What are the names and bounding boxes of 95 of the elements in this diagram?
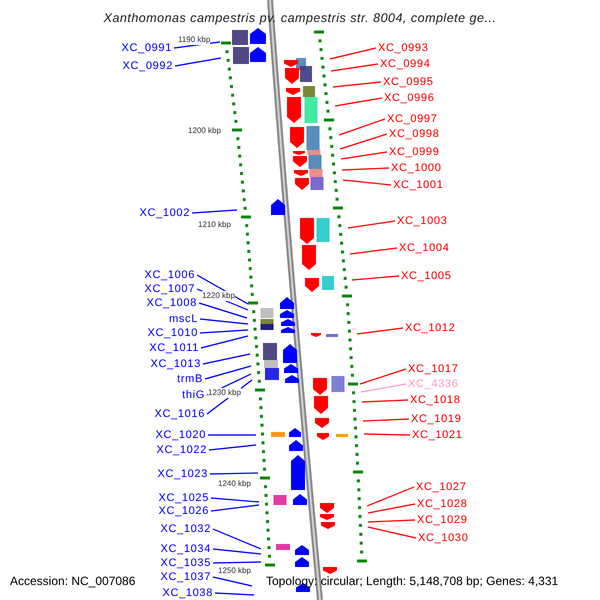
- scale-label: 1210 kbp: [198, 220, 231, 230]
- gene-label: XC_0992: [122, 58, 173, 74]
- leader-line: [212, 548, 262, 555]
- gene-label: XC_1023: [158, 466, 208, 482]
- gene-label: XC_0993: [378, 40, 428, 56]
- leader-line: [204, 365, 252, 380]
- gene-label: XC_1034: [160, 541, 211, 557]
- leader-line: [342, 167, 390, 171]
- gene-label: XC_0997: [387, 111, 438, 127]
- gene-label: XC_1029: [417, 512, 468, 528]
- leader-line: [174, 57, 222, 67]
- leader-line: [340, 133, 388, 150]
- leader-line: [340, 151, 388, 160]
- leader-line: [362, 399, 408, 403]
- gene-label: XC_0996: [384, 90, 434, 106]
- leader-line: [362, 418, 410, 422]
- scale-label: 1230 kbp: [208, 388, 241, 398]
- gene-label: XC_1010: [148, 325, 198, 341]
- leader-line: [360, 383, 406, 393]
- gene-label: XC_1037: [160, 569, 211, 585]
- leader-line: [366, 486, 414, 507]
- gene-label: XC_1032: [160, 521, 211, 537]
- leader-line: [200, 329, 248, 334]
- gene-label: XC_1002: [140, 205, 190, 221]
- gene-label: XC_1005: [401, 268, 452, 284]
- gene-label: XC_1012: [405, 320, 456, 336]
- leader-line: [368, 526, 416, 539]
- gene-label: XC_1025: [158, 490, 209, 506]
- scale-label: 1250 kbp: [218, 566, 251, 576]
- leader-line: [214, 592, 254, 596]
- leader-line: [192, 209, 238, 214]
- leader-line: [212, 561, 262, 564]
- scale-label: 1220 kbp: [202, 291, 235, 301]
- gene-label: XC_1020: [156, 427, 206, 443]
- gene-label: XC_1027: [416, 479, 466, 495]
- scale-label: 1190 kbp: [178, 35, 210, 45]
- gene-label: XC_0999: [389, 144, 440, 160]
- leader-line: [210, 497, 260, 503]
- leader-line: [350, 247, 398, 255]
- gene-label: XC_1019: [411, 411, 462, 427]
- gene-label: thiG: [182, 387, 205, 403]
- gene-label: XC_0991: [122, 40, 172, 56]
- gene-label: XC_1018: [410, 392, 460, 408]
- gene-label: XC_0998: [389, 126, 440, 142]
- gene-label: XC_1007: [144, 281, 195, 297]
- gene-label: XC_1030: [418, 530, 468, 546]
- gene-label: XC_4336: [408, 376, 458, 392]
- title: Xanthomonas campestris pv. campestris str. 8004, complete ge...: [102, 10, 498, 27]
- gene-label: XC_1013: [150, 356, 201, 372]
- gene-label: XC_1001: [393, 177, 444, 193]
- leader-line: [210, 504, 260, 512]
- leader-line: [360, 368, 406, 385]
- gene-label: XC_1003: [397, 213, 448, 229]
- leader-line: [212, 528, 262, 550]
- gene-label: XC_1004: [399, 240, 450, 256]
- gene-label: mscL: [169, 311, 198, 327]
- leader-line: [338, 118, 386, 136]
- leader-line: [332, 81, 382, 88]
- footer-text: Accession: NC_007086: [10, 574, 136, 589]
- leader-line: [352, 275, 400, 281]
- leader-line: [210, 472, 258, 475]
- leader-line: [330, 47, 376, 60]
- leader-line: [342, 179, 392, 186]
- gene-label: XC_1028: [417, 496, 468, 512]
- gene-label: XC_0995: [383, 74, 434, 90]
- leader-line: [364, 433, 410, 436]
- scale-label: 1240 kbp: [218, 479, 251, 489]
- leader-line: [212, 576, 252, 587]
- leader-line: [368, 519, 416, 523]
- gene-label: XC_1021: [412, 427, 462, 443]
- leader-line: [330, 63, 378, 72]
- leader-line: [200, 335, 248, 349]
- leader-line: [368, 503, 416, 514]
- gene-label: XC_1006: [144, 267, 195, 283]
- leader-line: [200, 318, 248, 325]
- gene-label: XC_1016: [154, 406, 205, 422]
- scale-label: 1200 kbp: [188, 126, 221, 136]
- gene-label: XC_0994: [380, 56, 430, 72]
- leader-line: [356, 327, 404, 335]
- gene-label: XC_1017: [408, 361, 458, 377]
- gene-label: XC_1026: [158, 503, 209, 519]
- footer-text: Topology: circular; Length: 5,148,708 bp; Genes: 4,331: [266, 574, 558, 589]
- gene-label: XC_1022: [156, 442, 207, 458]
- leader-line: [202, 353, 250, 365]
- gene-label: XC_1008: [146, 295, 197, 311]
- gene-label: XC_1000: [391, 160, 442, 176]
- leader-line: [198, 302, 248, 319]
- gene-label: XC_1038: [162, 585, 213, 600]
- gene-label: trmB: [177, 371, 203, 387]
- leader-line: [348, 220, 396, 229]
- leader-line: [334, 97, 382, 107]
- leader-line: [208, 434, 256, 436]
- gene-label: XC_1035: [160, 555, 211, 571]
- leader-line: [208, 444, 256, 451]
- gene-label: XC_1011: [149, 340, 199, 356]
